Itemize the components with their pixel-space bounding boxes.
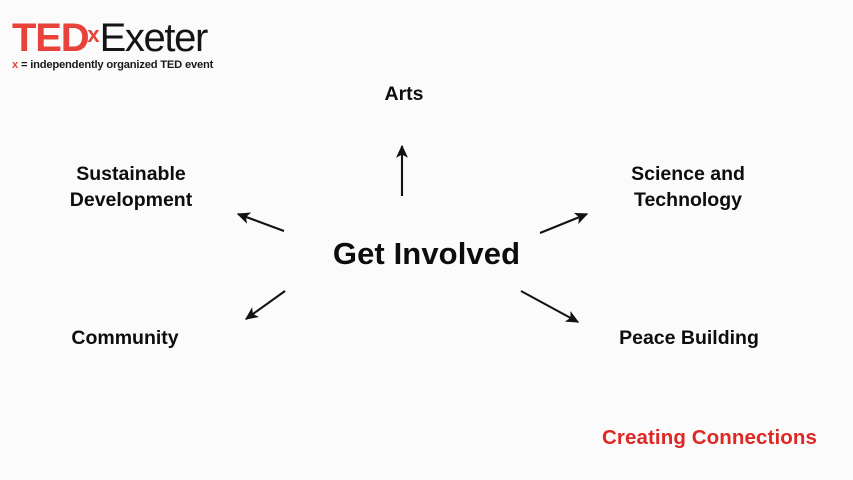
arrow-to-peace-building: [520, 290, 580, 323]
logo-ted-text: TED: [12, 16, 90, 60]
logo-tagline: x = independently organized TED event: [12, 59, 242, 71]
footer-tagline: Creating Connections: [602, 426, 817, 449]
node-label-sustainable-development: Sustainable Development: [69, 163, 193, 211]
logo-tagline-x: x: [12, 59, 19, 71]
node-label-arts: Arts: [384, 83, 424, 105]
node-label-science-and-technology: Science and Technology: [631, 163, 745, 211]
center-hub-label: Get Involved: [332, 236, 521, 271]
arrow-to-sustainable-development: [236, 212, 285, 232]
logo-tagline-text: = independently organized TED event: [20, 59, 214, 71]
tedx-exeter-logo: TEDxExeter x = independently organized T…: [12, 18, 242, 76]
logo-wordmark: TEDxExeter: [12, 18, 242, 58]
logo-place-text: Exeter: [99, 16, 209, 60]
arrow-to-community: [244, 290, 286, 320]
node-label-community: Community: [71, 327, 179, 349]
node-label-peace-building: Peace Building: [619, 327, 759, 349]
arrow-to-science-and-technology: [539, 212, 589, 234]
logo-superscript-x: x: [87, 21, 100, 47]
